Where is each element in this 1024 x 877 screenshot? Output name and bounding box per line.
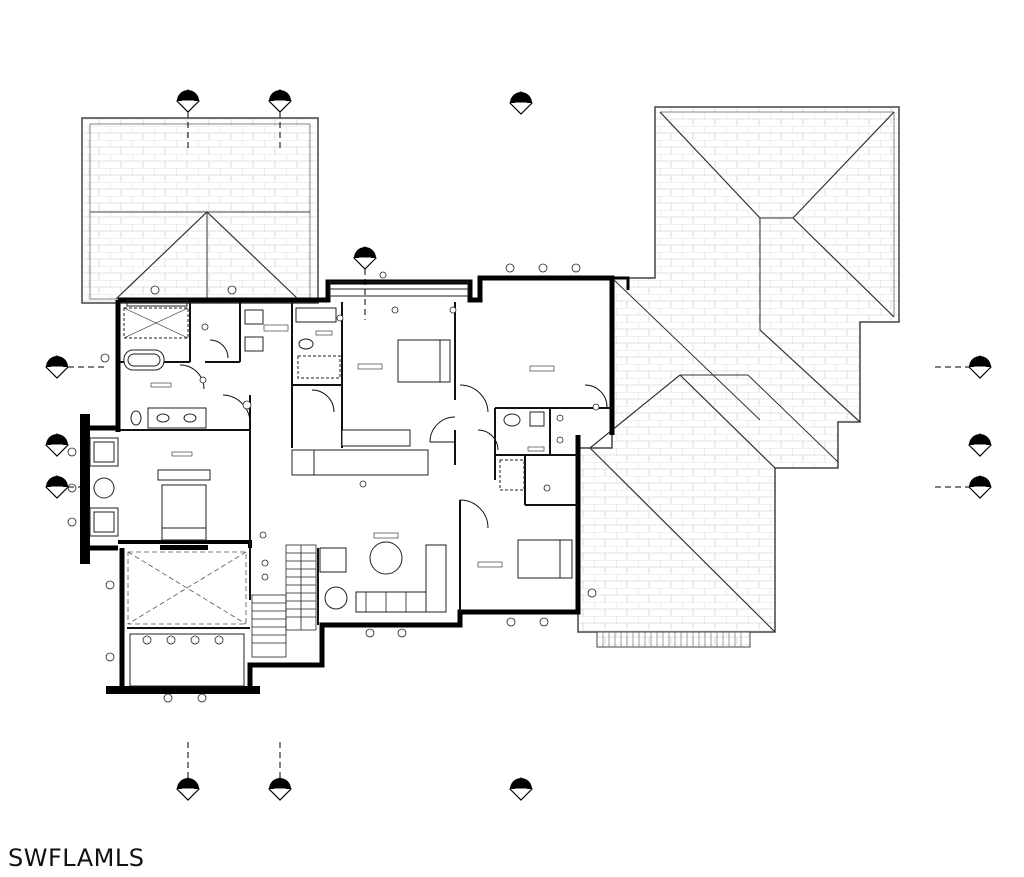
stair [251, 544, 317, 658]
roof-left [81, 117, 319, 304]
watermark-logo: SWFLAMLS [8, 844, 145, 872]
open-below [127, 551, 247, 625]
roof-edge-strip [596, 631, 751, 648]
roof-right [577, 106, 900, 633]
fixtures [89, 307, 573, 613]
doors [179, 339, 608, 529]
column-dot-icon [67, 263, 600, 703]
